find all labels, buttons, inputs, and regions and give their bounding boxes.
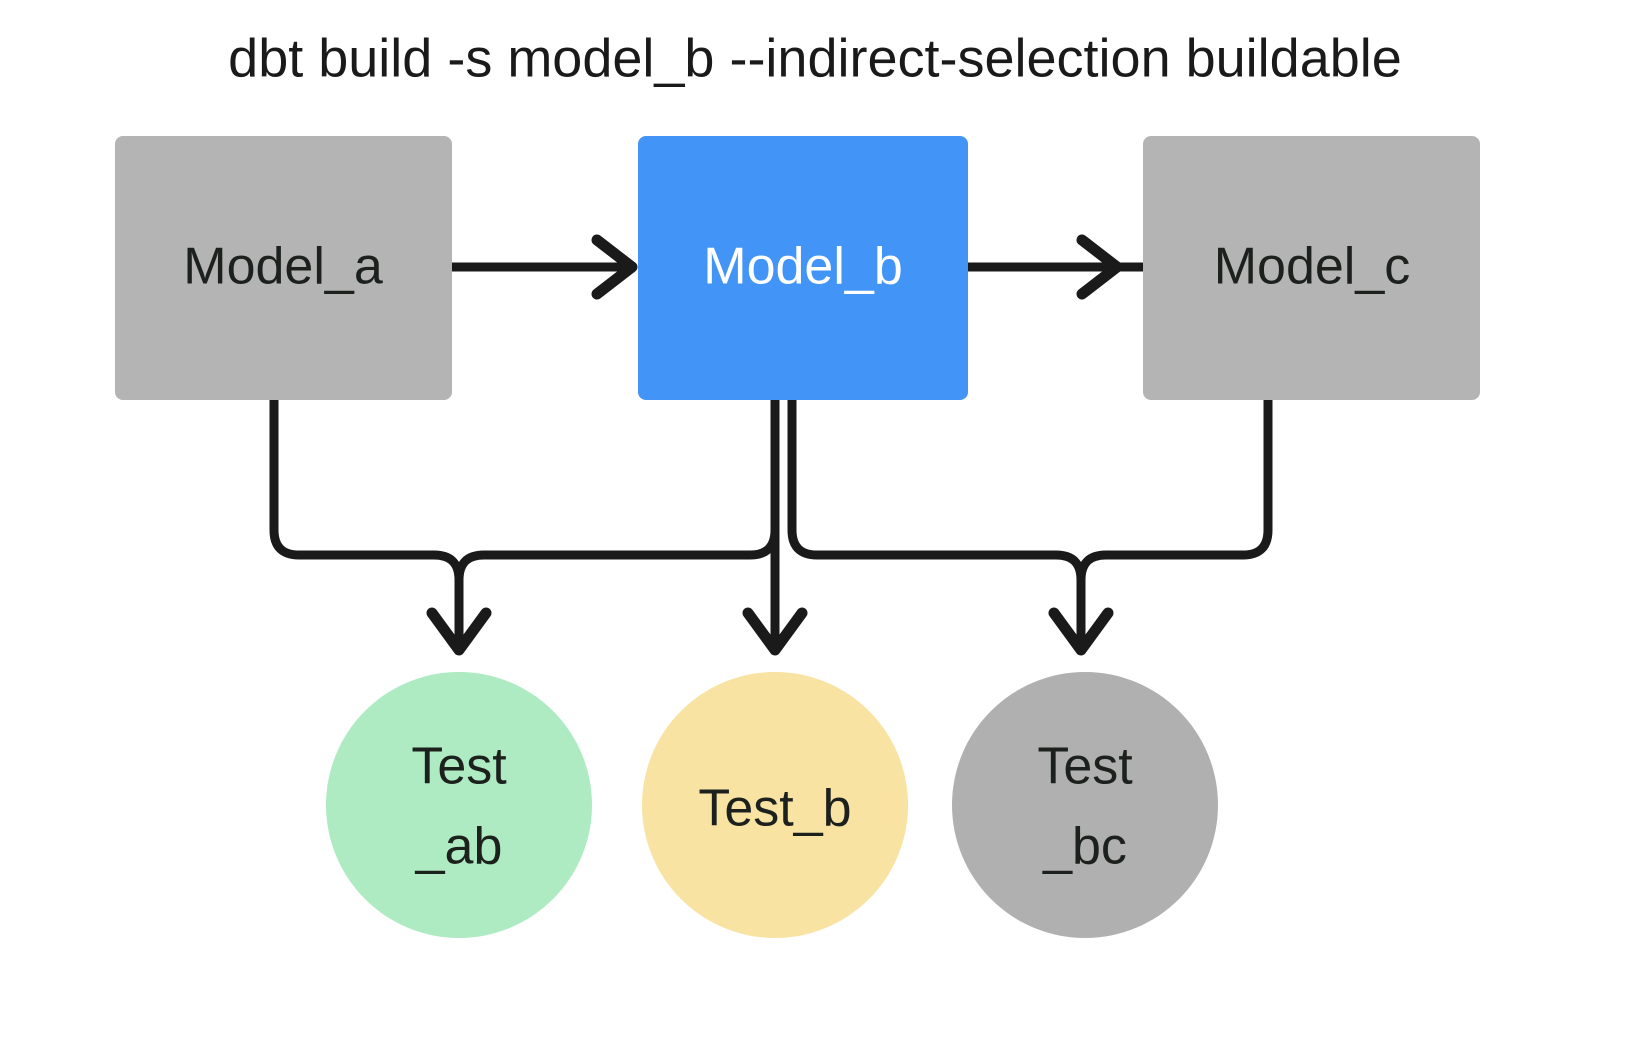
edge-model_c-to-test_bc [1076, 395, 1273, 585]
edge-model_a-to-test_ab [269, 395, 492, 656]
diagram-title: dbt build -s model_b --indirect-selectio… [228, 28, 1402, 88]
model_b-rect[interactable] [638, 136, 968, 400]
edge-model_b-to-test_bc [787, 395, 1114, 656]
edge-model_b-to-test_ab [454, 395, 780, 585]
model_c-label: Model_c [1214, 238, 1411, 296]
node-test_b[interactable]: Test_b [642, 672, 908, 938]
model_a-rect[interactable] [115, 136, 452, 400]
test_bc-label-line1: Test [1037, 738, 1133, 796]
test_b-label-line1: Test_b [698, 780, 851, 838]
test_ab-label-line2: _ab [415, 818, 503, 876]
test_b-circle[interactable] [642, 672, 908, 938]
edge-model_b-to-test_b [742, 395, 808, 656]
test_bc-label-line2: _bc [1042, 818, 1127, 876]
node-test_ab[interactable]: Test _ab [326, 672, 592, 938]
edge-model_a-to-model_b [447, 234, 638, 300]
model_a-label: Model_a [183, 238, 383, 296]
node-model_a[interactable]: Model_a [115, 136, 452, 400]
test_ab-label-line1: Test [411, 738, 507, 796]
node-test_bc[interactable]: Test _bc [952, 672, 1218, 938]
model_c-rect[interactable] [1143, 136, 1480, 400]
node-model_c[interactable]: Model_c [1143, 136, 1480, 400]
edge-model_b-to-model_c [963, 234, 1148, 300]
node-model_b[interactable]: Model_b [638, 136, 968, 400]
test_bc-circle[interactable] [952, 672, 1218, 938]
test_ab-circle[interactable] [326, 672, 592, 938]
model_b-label: Model_b [703, 238, 902, 296]
